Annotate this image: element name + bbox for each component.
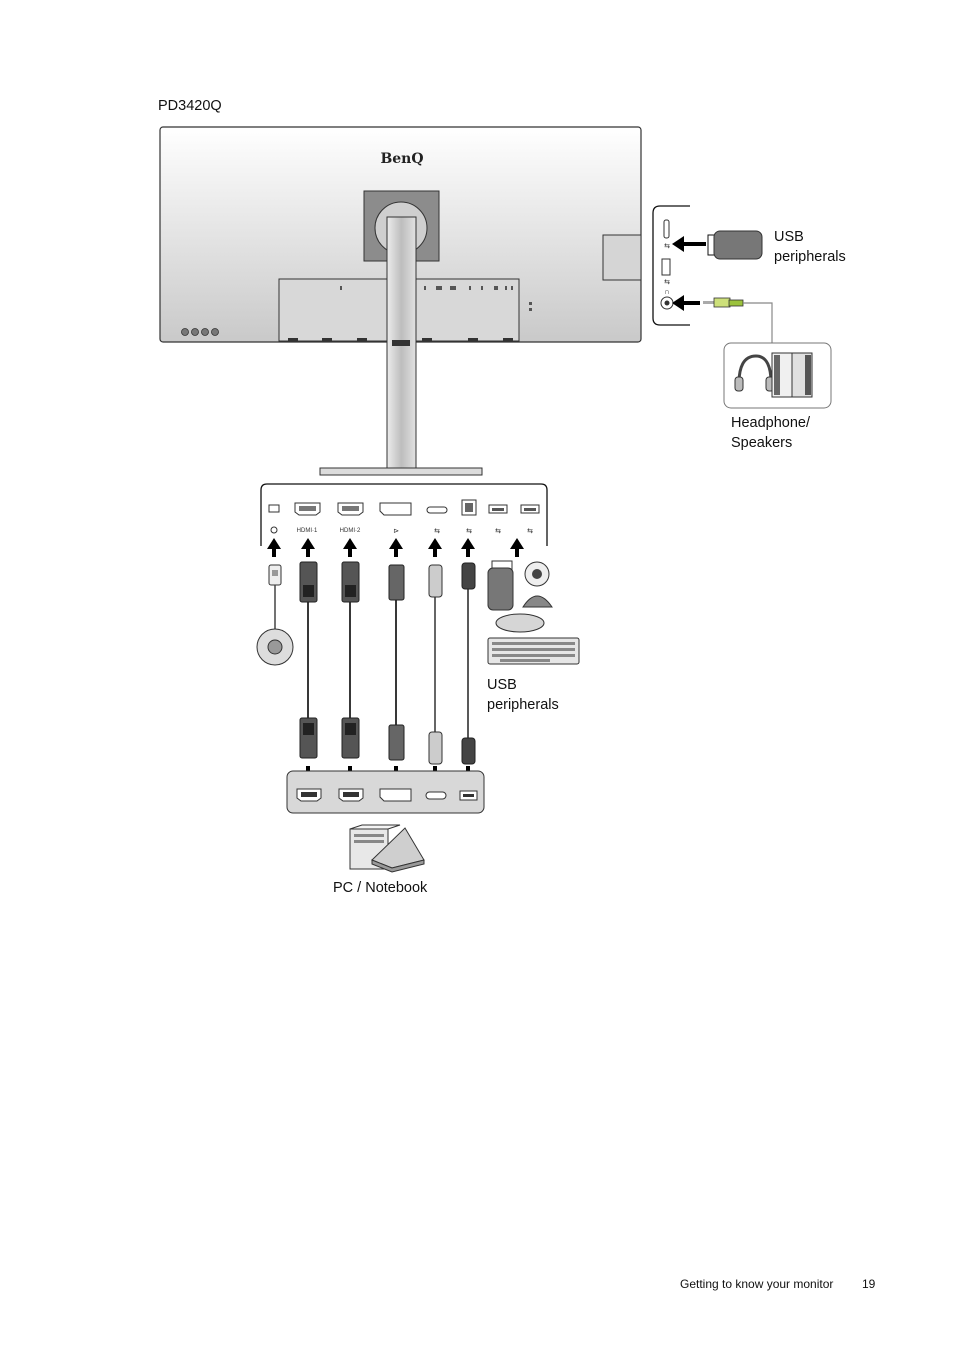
pc-port-panel (286, 770, 485, 814)
monitor-stand (319, 216, 483, 476)
bottom-up-arrows (267, 538, 524, 557)
svg-text:⇆: ⇆ (466, 528, 472, 535)
side-port-panel: ⇆ ⇆ ∩ (652, 205, 690, 326)
audio-jack-icon (703, 297, 773, 343)
brand-logo: BenQ (380, 151, 423, 167)
svg-text:⇆: ⇆ (434, 528, 440, 535)
usb-peripherals-bottom-label-1: USB (487, 677, 517, 693)
svg-text:⇆: ⇆ (664, 243, 670, 250)
model-title: PD3420Q (158, 98, 222, 114)
usb-stick-side-icon (707, 230, 763, 260)
svg-text:⇆: ⇆ (664, 279, 670, 286)
usb-peripherals-bottom-label-2: peripherals (487, 697, 559, 713)
usb-peripherals-side-label-1: USB (774, 229, 804, 245)
bottom-port-panel: HDMI·1 HDMI·2 ⊳ ⇆ ⇆ ⇆ ⇆ (260, 483, 548, 546)
hdmi2-label: HDMI·2 (340, 528, 361, 534)
page-number: 19 (862, 1277, 876, 1291)
headphone-label-2: Speakers (731, 435, 793, 451)
svg-text:∩: ∩ (664, 287, 670, 296)
cables (256, 561, 476, 765)
pc-notebook-icon (349, 824, 425, 873)
svg-text:⇆: ⇆ (527, 528, 533, 535)
headphone-speakers-box (723, 342, 832, 409)
svg-text:⊳: ⊳ (393, 528, 399, 535)
usb-peripherals-side-label-2: peripherals (774, 249, 846, 265)
hdmi1-label: HDMI·1 (297, 528, 318, 534)
footer-section: Getting to know your monitor (680, 1277, 834, 1291)
svg-text:⇆: ⇆ (495, 528, 501, 535)
headphone-label-1: Headphone/ (731, 415, 811, 431)
side-arrows (672, 236, 706, 311)
usb-peripherals-bottom-icon (487, 560, 580, 665)
pc-notebook-label: PC / Notebook (333, 880, 428, 896)
